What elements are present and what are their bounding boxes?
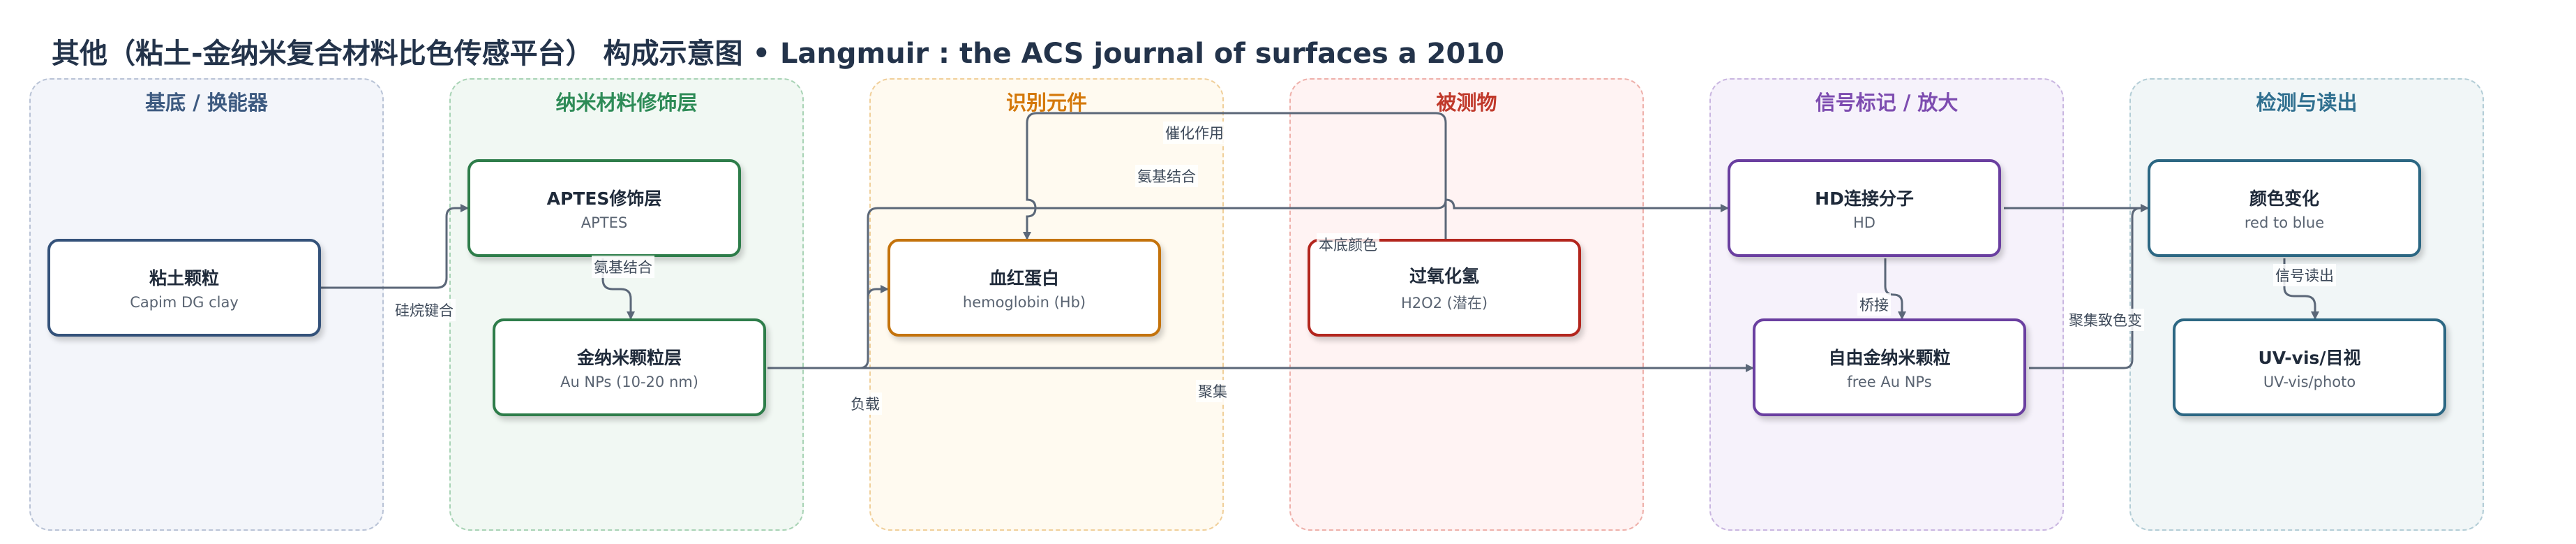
node-color-change-sub: red to blue	[2244, 214, 2325, 231]
node-clay-sub: Capim DG clay	[130, 294, 239, 311]
edge-label-background-color: 本底颜色	[1317, 233, 1379, 256]
node-h2o2: 过氧化氢 H2O2 (潜在)	[1308, 239, 1581, 337]
node-uv-vis-title: UV-vis/目视	[2258, 348, 2361, 368]
node-clay: 粘土颗粒 Capim DG clay	[47, 239, 321, 337]
edge-label-load: 负载	[848, 392, 882, 415]
node-aptes-title: APTES修饰层	[546, 189, 662, 209]
lane-title-substrate: 基底 / 换能器	[145, 91, 268, 115]
edge-aptes-aunps	[601, 258, 635, 320]
edge-free-color	[2029, 204, 2149, 369]
node-uv-vis: UV-vis/目视 UV-vis/photo	[2173, 318, 2446, 416]
node-hd-linker: HD连接分子 HD	[1728, 159, 2001, 257]
edge-color-uv	[2283, 258, 2319, 320]
edge-label-catalysis: 催化作用	[1163, 122, 1226, 144]
lane-title-signal: 信号标记 / 放大	[1815, 91, 1959, 115]
node-aptes: APTES修饰层 APTES	[467, 159, 741, 257]
lane-title-recognition: 识别元件	[1005, 91, 1087, 115]
node-aptes-sub: APTES	[581, 214, 628, 231]
node-aunps-title: 金纳米颗粒层	[576, 348, 682, 368]
edge-aunps-hb	[767, 285, 889, 369]
lane-readout	[2129, 78, 2484, 531]
node-color-change-title: 颜色变化	[2249, 189, 2319, 209]
node-aunps-sub: Au NPs (10-20 nm)	[560, 374, 698, 390]
node-hemoglobin-sub: hemoglobin (Hb)	[962, 294, 1086, 311]
node-free-aunps: 自由金纳米颗粒 free Au NPs	[1753, 318, 2026, 416]
edge-label-bridge: 桥接	[1857, 293, 1891, 316]
edge-label-aggregation-color: 聚集致色变	[2067, 309, 2144, 331]
lane-title-analyte: 被测物	[1436, 91, 1497, 115]
diagram-title: 其他（粘土-金纳米复合材料比色传感平台） 构成示意图 • Langmuir : …	[52, 38, 1504, 70]
node-h2o2-sub: H2O2 (潜在)	[1400, 295, 1488, 311]
node-uv-vis-sub: UV-vis/photo	[2263, 374, 2356, 390]
node-free-aunps-sub: free Au NPs	[1847, 374, 1932, 390]
lane-title-readout: 检测与读出	[2256, 91, 2358, 115]
edge-label-amino-aptes: 氨基结合	[592, 256, 654, 278]
node-free-aunps-title: 自由金纳米颗粒	[1828, 348, 1951, 368]
lane-title-nanomaterial: 纳米材料修饰层	[555, 91, 698, 115]
edge-label-aggregate: 聚集	[1196, 380, 1229, 402]
edge-label-amino-hd: 氨基结合	[1135, 165, 1198, 187]
lane-nanomaterial	[449, 78, 804, 531]
node-hemoglobin: 血红蛋白 hemoglobin (Hb)	[888, 239, 1161, 337]
node-h2o2-title: 过氧化氢	[1409, 266, 1479, 286]
edge-label-silane: 硅烷键合	[393, 299, 456, 321]
node-clay-title: 粘土颗粒	[149, 268, 219, 288]
node-hemoglobin-title: 血红蛋白	[989, 268, 1059, 288]
edge-clay-aptes	[321, 204, 469, 289]
node-hd-linker-title: HD连接分子	[1815, 189, 1914, 209]
node-aunps: 金纳米颗粒层 Au NPs (10-20 nm)	[493, 318, 766, 416]
node-hd-linker-sub: HD	[1853, 214, 1875, 231]
node-color-change: 颜色变化 red to blue	[2148, 159, 2421, 257]
edge-label-readout: 信号读出	[2273, 264, 2336, 286]
edge-h2o2-hb	[1023, 112, 1447, 240]
edge-hd-free	[1884, 258, 1906, 320]
edge-aunps-hd	[867, 198, 1729, 297]
